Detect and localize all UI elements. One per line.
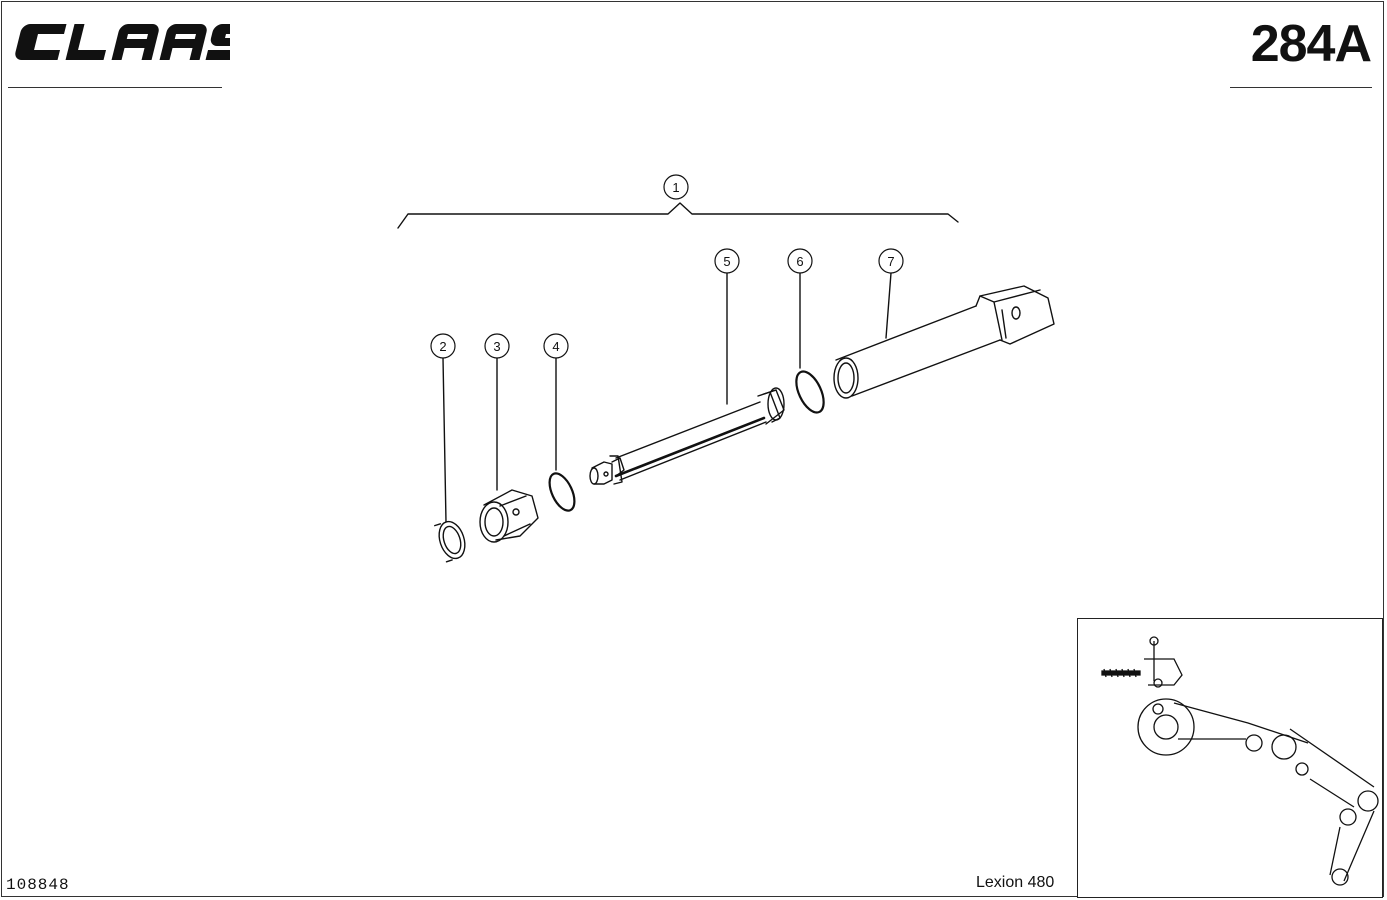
callout-1: 1	[663, 174, 689, 200]
callout-2-label: 2	[439, 339, 446, 354]
ring-part	[434, 520, 466, 563]
o-ring-part-6	[795, 370, 825, 414]
callout-4-label: 4	[552, 339, 559, 354]
callout-6: 6	[787, 248, 813, 274]
leader-line-2	[442, 357, 447, 523]
callout-5: 5	[714, 248, 740, 274]
callout-3-label: 3	[493, 339, 500, 354]
callout-6-label: 6	[796, 254, 803, 269]
cylinder-tube-part	[833, 285, 1055, 399]
callout-5-label: 5	[723, 254, 730, 269]
model-name: Lexion 480	[976, 874, 1055, 891]
callout-2: 2	[430, 333, 456, 359]
callout-1-label: 1	[672, 180, 679, 195]
callout-7-label: 7	[887, 254, 894, 269]
page-number: 284A	[1250, 15, 1372, 73]
claas-logo	[15, 24, 230, 60]
brand-rule	[8, 87, 222, 88]
callout-4: 4	[543, 333, 569, 359]
page-number-rule	[1230, 87, 1372, 88]
assembly-bracket	[397, 202, 959, 229]
nut-part	[479, 489, 539, 543]
drawing-number: 108848	[6, 876, 70, 894]
callout-7: 7	[878, 248, 904, 274]
o-ring-part-4	[548, 472, 576, 512]
machine-locator-diagram	[1101, 636, 1379, 886]
locator-inset	[1077, 618, 1383, 898]
piston-rod-part	[589, 387, 785, 485]
leader-line-7	[885, 272, 892, 339]
callout-3: 3	[484, 333, 510, 359]
